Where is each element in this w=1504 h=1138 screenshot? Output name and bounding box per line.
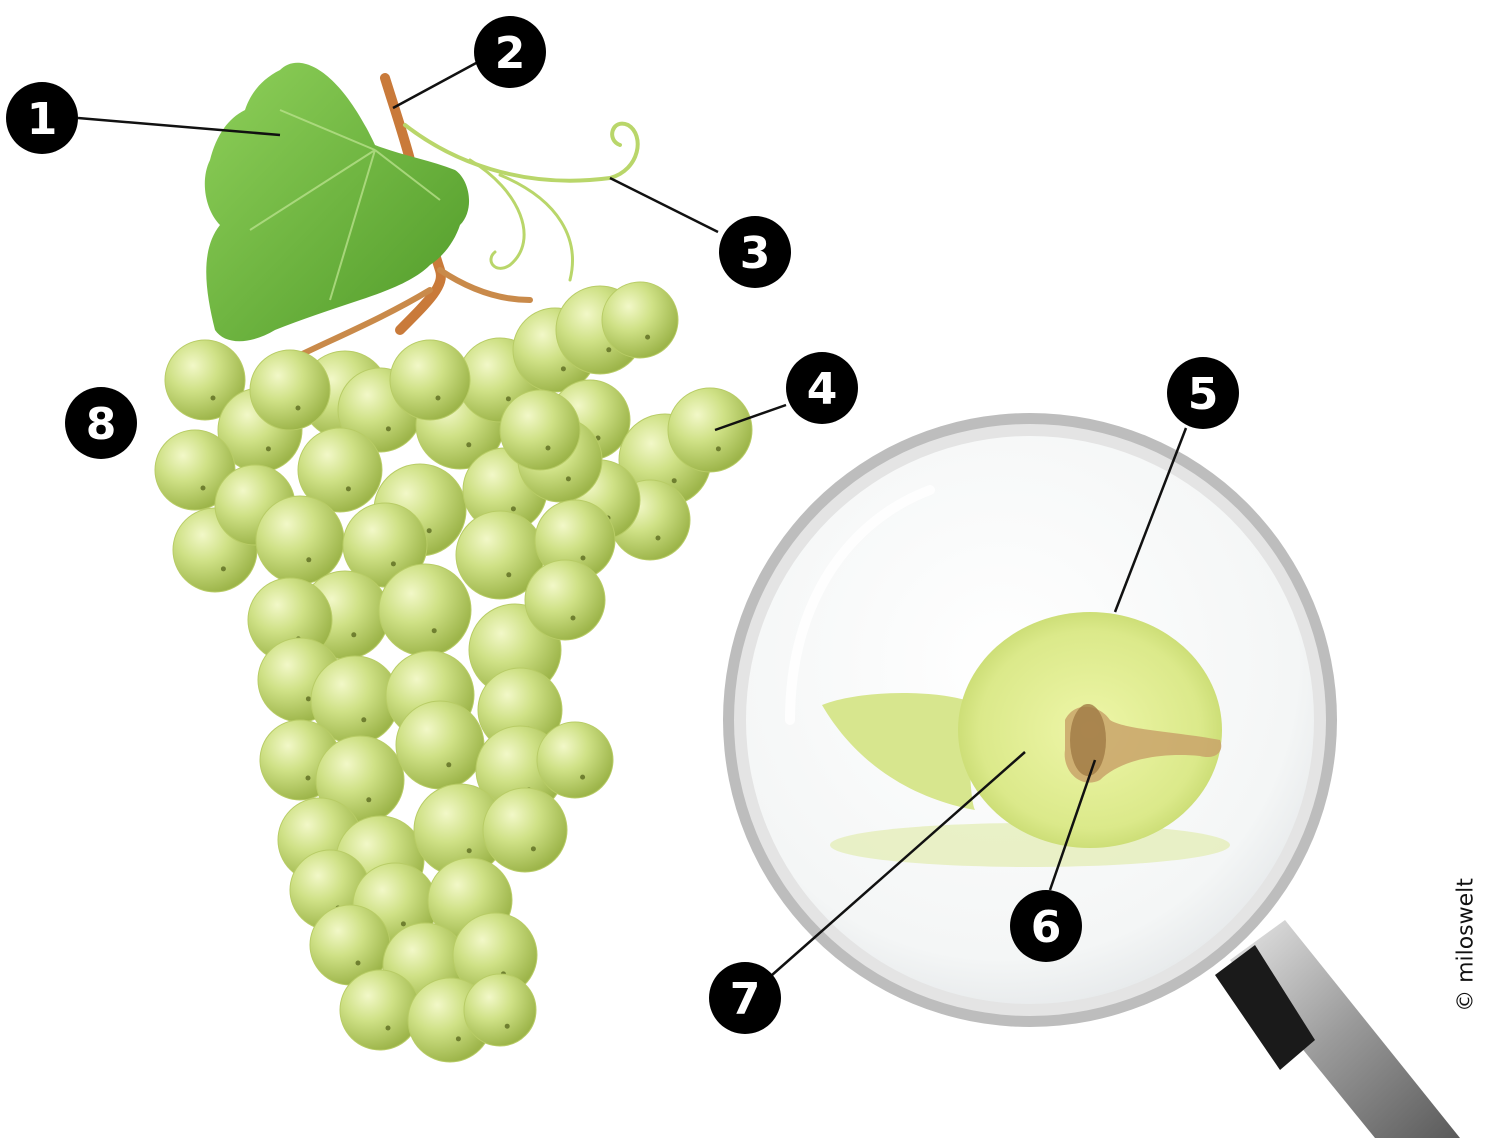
grape-berry-spot	[672, 478, 677, 483]
grape-berry-spot	[436, 396, 441, 401]
marker-1: 1	[6, 82, 78, 154]
grape-berry-spot	[446, 762, 451, 767]
grape-berry-spot	[296, 406, 301, 411]
grape-berry	[537, 722, 613, 798]
grape-berry-spot	[571, 616, 576, 621]
grape-berry-spot	[606, 347, 611, 352]
grape-berry	[525, 560, 605, 640]
grape-berry-spot	[506, 572, 511, 577]
marker-3: 3	[719, 216, 791, 288]
marker-8-label: 8	[86, 399, 117, 450]
grape-berry-spot	[306, 696, 311, 701]
marker-8: 8	[65, 387, 137, 459]
berries-group	[155, 282, 752, 1062]
grape-berry	[390, 340, 470, 420]
marker-5: 5	[1167, 357, 1239, 429]
grape-berry-spot	[467, 848, 472, 853]
grape-berry-spot	[366, 797, 371, 802]
marker-2: 2	[474, 16, 546, 88]
marker-6: 6	[1010, 890, 1082, 962]
grape-berry-spot	[221, 566, 226, 571]
grape-berry-spot	[506, 396, 511, 401]
grape-berry-spot	[505, 1024, 510, 1029]
marker-6-label: 6	[1031, 902, 1062, 953]
grape-berry-spot	[546, 446, 551, 451]
stem-branch	[440, 270, 530, 300]
leader-line-2	[393, 62, 478, 108]
grape-berry	[602, 282, 678, 358]
grape-berry-spot	[351, 632, 356, 637]
grape-berry-spot	[306, 557, 311, 562]
grape-berry-spot	[645, 335, 650, 340]
grape-berry-spot	[511, 506, 516, 511]
grape-berry-spot	[716, 446, 721, 451]
grape-berry-spot	[391, 561, 396, 566]
grape-berry-spot	[580, 775, 585, 780]
grape-berry-spot	[386, 1026, 391, 1031]
leader-line-3	[610, 178, 718, 232]
marker-1-label: 1	[27, 94, 58, 145]
marker-3-label: 3	[740, 228, 771, 279]
marker-2-label: 2	[495, 28, 526, 79]
grape-berry-spot	[266, 446, 271, 451]
grape-berry	[256, 496, 344, 584]
marker-4-label: 4	[807, 364, 838, 415]
copyright-text: © miloswelt	[1454, 878, 1479, 1012]
grape-bunch	[155, 63, 752, 1062]
grape-berry-spot	[356, 961, 361, 966]
grape-berry	[250, 350, 330, 430]
grape-berry	[668, 388, 752, 472]
grape-berry-spot	[432, 628, 437, 633]
marker-7: 7	[709, 962, 781, 1034]
grape-berry-spot	[211, 396, 216, 401]
grape-berry	[483, 788, 567, 872]
grape-berry-spot	[531, 846, 536, 851]
grape-berry-spot	[201, 486, 206, 491]
grape-berry-spot	[386, 426, 391, 431]
marker-5-label: 5	[1188, 369, 1219, 420]
marker-7-label: 7	[730, 974, 761, 1025]
grape-berry-spot	[566, 476, 571, 481]
grape-berry-spot	[456, 1036, 461, 1041]
magnifying-glass-icon	[723, 413, 1460, 1138]
grape-berry-spot	[466, 442, 471, 447]
grape-berry-spot	[306, 776, 311, 781]
grape-berry	[396, 701, 484, 789]
grape-berry-spot	[361, 717, 366, 722]
grape-berry-spot	[561, 366, 566, 371]
grape-seed-core	[1070, 704, 1106, 776]
grape-berry	[379, 564, 471, 656]
grape-berry-spot	[401, 921, 406, 926]
grape-berry-spot	[427, 528, 432, 533]
grape-berry-spot	[346, 486, 351, 491]
grape-berry-spot	[656, 536, 661, 541]
grape-berry	[500, 390, 580, 470]
grape-berry	[464, 974, 536, 1046]
grape-berry-spot	[581, 556, 586, 561]
marker-4: 4	[786, 352, 858, 424]
grape-berry	[340, 970, 420, 1050]
